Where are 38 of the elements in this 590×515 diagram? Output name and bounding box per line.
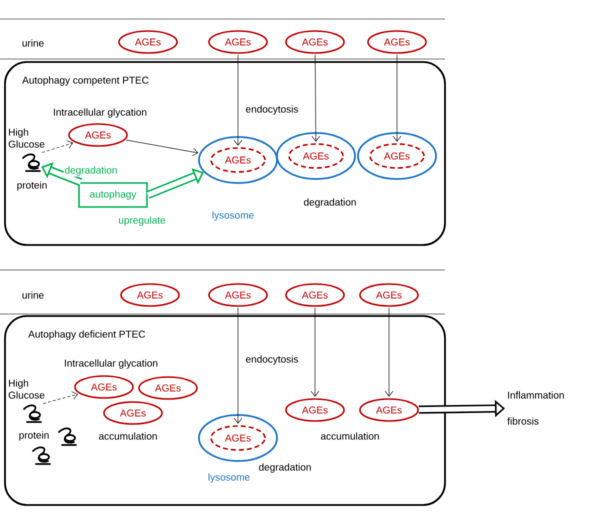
arrow [234, 308, 242, 424]
lysosome-ellipse [198, 414, 278, 462]
protein-icon [32, 446, 51, 465]
arrow [310, 308, 320, 397]
protein-icon [23, 404, 42, 423]
text-label: degradation [304, 198, 356, 208]
lysosome-ellipse [198, 136, 278, 184]
text-label: protein [19, 431, 49, 441]
text-label: urine [22, 39, 44, 47]
lysosome-ellipse [357, 132, 437, 180]
text-label: protein [17, 181, 47, 191]
text-label: accumulation [98, 432, 157, 440]
text-label: Intracellular glycation [64, 359, 158, 369]
text-label: urine [22, 291, 44, 299]
text-label: accumulation [320, 432, 379, 440]
text-label: degradation [259, 463, 311, 473]
text-label: High Glucose [8, 128, 44, 148]
arrow [234, 54, 242, 146]
text-label: High Glucose [8, 379, 44, 399]
edge-label: upregulate [117, 215, 167, 227]
block-arrow [146, 168, 204, 199]
arrow [42, 140, 74, 153]
process-box: autophagy [78, 182, 148, 208]
text-label: endocytosis [246, 355, 298, 365]
outcome-text: Inflammation fibrosis [507, 391, 564, 425]
edge-label: degradation [64, 165, 118, 177]
lysosome-ellipse [276, 132, 356, 180]
arrow [42, 391, 78, 404]
protein-icon [58, 428, 77, 446]
arrow [312, 54, 320, 142]
arrow [392, 54, 402, 142]
text-label: Intracellular glycation [54, 108, 146, 118]
protein-icon [22, 154, 41, 172]
text-label: endocytosis [246, 105, 298, 115]
arrow [384, 308, 394, 397]
text-label: lysosome [208, 473, 250, 483]
arrow [126, 140, 198, 156]
text-label: lysosome [212, 211, 254, 221]
